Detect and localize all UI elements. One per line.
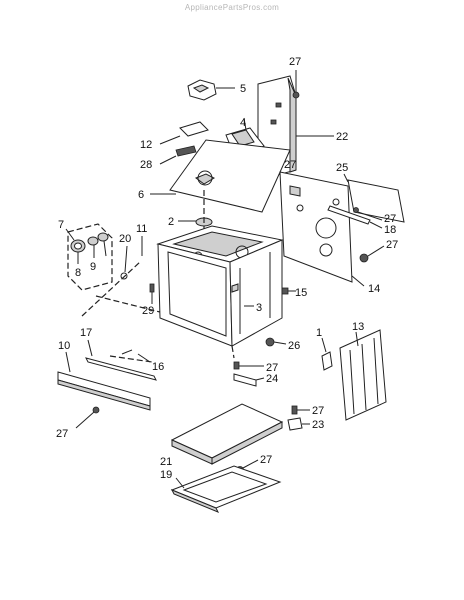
callout-19: 19: [160, 469, 172, 481]
callout-27-h: 27: [260, 454, 272, 466]
callout-18: 18: [384, 224, 396, 236]
callout-24: 24: [266, 373, 278, 385]
part-27-screw-d[interactable]: [359, 245, 385, 263]
part-6-top-plate[interactable]: [150, 139, 291, 213]
part-15-clip[interactable]: [281, 287, 296, 295]
callout-11: 11: [136, 223, 147, 235]
callout-22: 22: [336, 131, 348, 143]
callout-8: 8: [75, 267, 81, 279]
callout-14: 14: [368, 283, 380, 295]
part-21-bottom-plate[interactable]: [170, 403, 284, 465]
callout-27-g: 27: [312, 405, 324, 417]
callout-2: 2: [168, 216, 174, 228]
callout-28: 28: [140, 159, 152, 171]
site-watermark: AppliancePartsPros.com: [184, 3, 280, 12]
callout-27-f: 27: [266, 362, 278, 374]
callout-20: 20: [119, 233, 131, 245]
callout-26: 26: [288, 340, 300, 352]
part-5-switch[interactable]: [187, 79, 235, 101]
callout-10: 10: [58, 340, 70, 352]
callout-17: 17: [80, 327, 92, 339]
callout-13: 13: [352, 321, 364, 333]
callout-25: 25: [336, 162, 348, 174]
part-28-clip[interactable]: [159, 145, 197, 165]
part-27-screw-c[interactable]: [353, 207, 383, 221]
callout-23: 23: [312, 419, 324, 431]
part-27-screw-top[interactable]: [292, 70, 300, 99]
part-14-side-panel[interactable]: [279, 171, 365, 287]
part-29-screw[interactable]: [149, 283, 155, 304]
callout-16: 16: [152, 361, 164, 373]
part-13-panel[interactable]: [339, 329, 387, 421]
callout-5: 5: [240, 83, 246, 95]
part-3-oven-cavity[interactable]: [156, 225, 284, 359]
callout-15: 15: [295, 287, 307, 299]
part-17-trim[interactable]: [85, 339, 157, 381]
callout-27-c: 27: [384, 213, 396, 225]
part-1-clip[interactable]: [321, 337, 333, 371]
callout-29: 29: [142, 305, 154, 317]
part-27-screw-e[interactable]: [75, 406, 100, 429]
callout-1: 1: [316, 327, 322, 339]
part-24-latch[interactable]: [233, 373, 265, 387]
callout-4: 4: [240, 117, 246, 129]
callout-12: 12: [140, 139, 152, 151]
callout-27-b: 27: [284, 159, 296, 171]
callout-27-d: 27: [386, 239, 398, 251]
part-19-bottom-tray[interactable]: [170, 465, 282, 513]
part-16-hinge-pin[interactable]: [109, 349, 153, 363]
callout-6: 6: [138, 189, 144, 201]
callout-9: 9: [90, 261, 96, 273]
parts-7-8-9-box[interactable]: [65, 223, 113, 291]
callout-21: 21: [160, 456, 172, 468]
callout-3: 3: [256, 302, 262, 314]
part-23-bracket[interactable]: [287, 417, 310, 431]
part-25-side-plate[interactable]: [343, 173, 405, 223]
callout-27-e: 27: [56, 428, 68, 440]
part-20-plug[interactable]: [120, 245, 128, 280]
part-18-sensor[interactable]: [327, 205, 383, 229]
callout-27-a: 27: [289, 56, 301, 68]
part-12-bracket[interactable]: [159, 121, 209, 145]
part-27-screw-g[interactable]: [291, 405, 310, 415]
part-27-screw-f[interactable]: [233, 361, 264, 370]
callout-7: 7: [58, 219, 64, 231]
part-26-screw[interactable]: [265, 337, 287, 347]
part-10-rail[interactable]: [57, 351, 151, 411]
